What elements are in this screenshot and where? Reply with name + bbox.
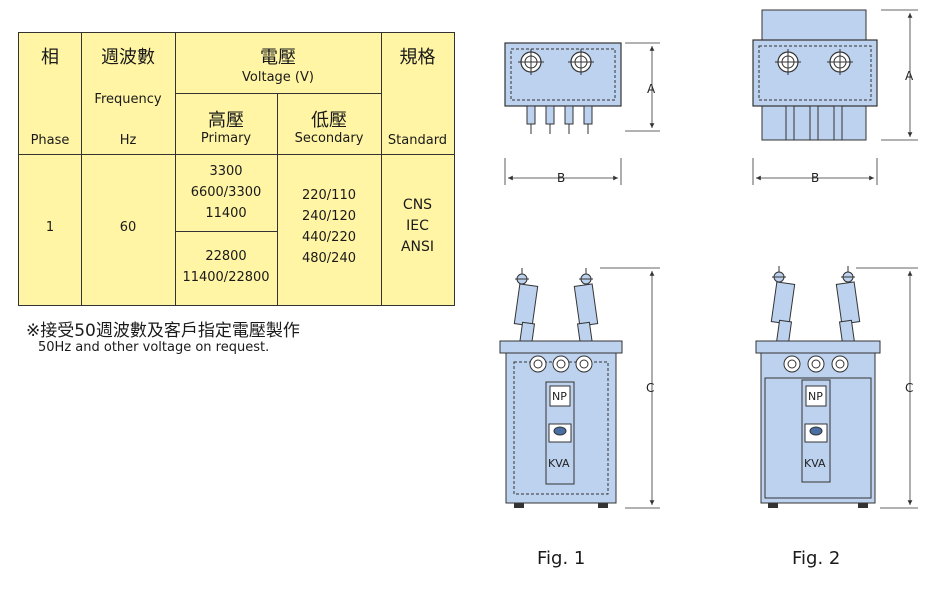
primary-voltage: 22800	[205, 249, 247, 264]
primary-voltage: 6600/3300	[190, 185, 262, 200]
fig1-front-view	[499, 267, 660, 509]
note-chinese: ※接受50週波數及客戶指定電壓製作	[26, 321, 300, 341]
primary-header-en: Primary	[200, 131, 252, 146]
fig2-front-view	[755, 266, 918, 509]
voltage-header-zh: 電壓	[260, 47, 296, 68]
primary-voltage: 3300	[209, 164, 243, 179]
fig1-nameplate-label: NP	[552, 390, 567, 403]
note-english: 50Hz and other voltage on request.	[38, 340, 270, 355]
voltage-header-en: Voltage (V)	[242, 70, 314, 85]
fig2-kva-label: KVA	[804, 457, 826, 470]
standard-value: ANSI	[400, 239, 435, 255]
fig1-dim-b: B	[557, 171, 565, 185]
primary-voltage: 11400/22800	[182, 270, 270, 285]
phase-header-en: Phase	[30, 133, 70, 148]
fig1-top-view	[504, 42, 660, 185]
primary-voltage: 11400	[205, 206, 247, 221]
fig1-dim-c: C	[646, 381, 654, 395]
primary-header-zh: 高壓	[208, 110, 244, 131]
secondary-header-zh: 低壓	[311, 110, 347, 131]
freq-unit: Hz	[119, 133, 137, 148]
fig2-dim-a: A	[905, 69, 914, 83]
fig1-caption: Fig. 1	[537, 548, 586, 569]
standard-value: IEC	[406, 218, 429, 234]
fig2-dim-c: C	[905, 381, 913, 395]
secondary-header-en: Secondary	[294, 131, 364, 146]
frequency-value: 60	[119, 220, 137, 235]
secondary-voltage: 240/120	[301, 209, 356, 224]
phase-header-zh: 相	[41, 47, 59, 68]
fig1-logo-text: MAXELEC	[553, 437, 567, 441]
freq-header-en: Frequency	[94, 92, 162, 107]
spec-table: 相 Phase 週波數 Frequency Hz 電壓 Voltage (V) …	[18, 32, 455, 306]
secondary-voltage: 220/110	[301, 188, 356, 203]
fig2-logo-text: MAXELEC	[809, 437, 823, 441]
standard-value: CNS	[402, 197, 433, 213]
freq-header-zh: 週波數	[101, 47, 155, 68]
fig2-nameplate-label: NP	[808, 390, 823, 403]
standard-header-en: Standard	[387, 133, 448, 148]
fig1-kva-label: KVA	[548, 457, 570, 470]
fig2-dim-b: B	[811, 171, 819, 185]
fig1-dim-a: A	[647, 82, 656, 96]
phase-value: 1	[45, 220, 55, 235]
fig2-caption: Fig. 2	[792, 548, 841, 569]
standard-header-zh: 規格	[399, 47, 436, 68]
secondary-voltage: 440/220	[301, 230, 356, 245]
fig2-top-view	[752, 9, 918, 185]
secondary-voltage: 480/240	[301, 251, 356, 266]
